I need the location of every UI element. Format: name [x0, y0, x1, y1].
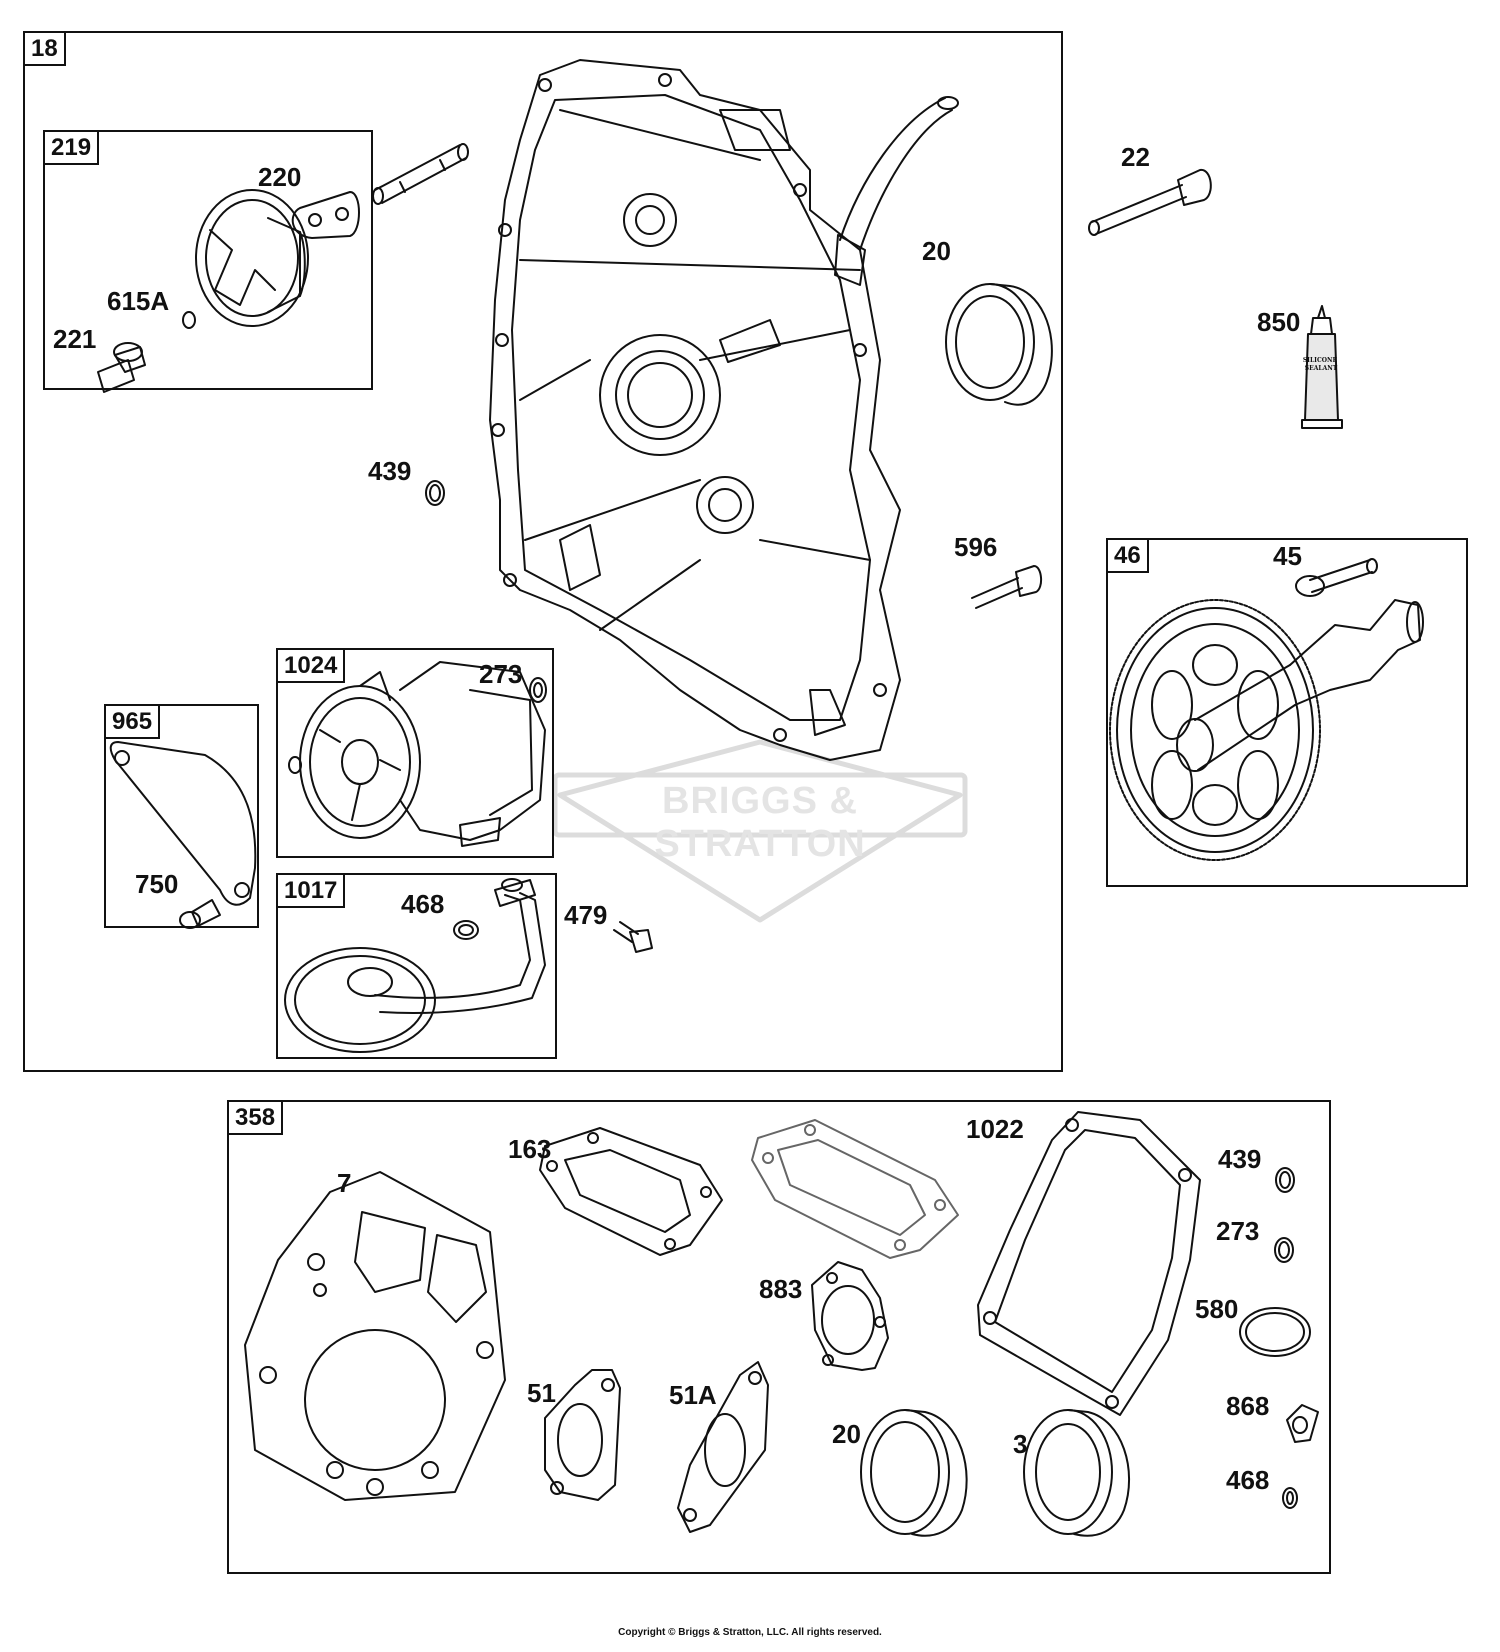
- governor-gear-drawing: [195, 189, 309, 327]
- sealant-tube-text: SILICONE SEALANT: [1303, 357, 1339, 372]
- valve-seal-868-drawing: [1286, 1404, 1319, 1443]
- label-750: 750: [135, 869, 179, 899]
- box-965-tag: 965: [104, 704, 161, 739]
- label-615a: 615A: [107, 286, 170, 316]
- oil-seal-20b-drawing: [860, 1409, 968, 1537]
- label-850: 850: [1257, 307, 1301, 337]
- governor-plate-drawing: [291, 191, 360, 239]
- label-7: 7: [337, 1168, 352, 1198]
- label-51a: 51A: [669, 1380, 717, 1410]
- bolt-221-drawing: [97, 342, 146, 393]
- briggs-stratton-logo-watermark: [552, 739, 968, 923]
- box-219-tag: 219: [43, 130, 100, 165]
- label-468: 468: [401, 889, 445, 919]
- label-20: 20: [922, 236, 951, 266]
- crankcase-cover-drawing: [489, 59, 959, 761]
- pin-45-drawing: [1295, 558, 1378, 597]
- o-ring-273-drawing: [529, 677, 547, 703]
- exhaust-gasket-51a-drawing: [677, 1361, 769, 1533]
- label-221: 221: [53, 324, 97, 354]
- gasket-163-drawing: [539, 1127, 723, 1256]
- label-580: 580: [1195, 1294, 1239, 1324]
- box-46-tag: 46: [1106, 538, 1149, 573]
- label-220: 220: [258, 162, 302, 192]
- box-965: 965: [104, 704, 259, 928]
- gasket-gray-drawing: [751, 1119, 959, 1259]
- oil-seal-20-drawing: [945, 283, 1053, 406]
- box-18: 18: [23, 31, 1063, 1072]
- o-ring-273b-drawing: [1274, 1237, 1294, 1263]
- box-358: 358: [227, 1100, 1331, 1574]
- box-1017: 1017: [276, 873, 557, 1059]
- label-22: 22: [1121, 142, 1150, 172]
- bolt-22-drawing: [1088, 169, 1212, 236]
- label-1022: 1022: [966, 1114, 1024, 1144]
- bolt-750-drawing: [179, 899, 221, 929]
- label-273: 273: [479, 659, 523, 689]
- bolt-479-drawing: [613, 921, 653, 953]
- watermark-text: BRIGGS & STRATTON: [654, 780, 866, 865]
- o-ring-468-drawing: [453, 920, 479, 940]
- label-479: 479: [564, 900, 608, 930]
- label-163: 163: [508, 1134, 552, 1164]
- oil-pickup-drawing: [284, 878, 546, 1053]
- label-51: 51: [527, 1378, 556, 1408]
- oil-pump-drawing: [288, 661, 546, 847]
- sealant-tube-drawing: [1301, 305, 1343, 429]
- shaft-pin-drawing: [372, 143, 469, 205]
- box-1024: 1024: [276, 648, 554, 858]
- valve-cover-gasket-1022-drawing: [977, 1111, 1201, 1416]
- label-439-gasket-set: 439: [1218, 1144, 1262, 1174]
- small-ring-615a-drawing: [182, 311, 196, 329]
- label-273-gasket-set: 273: [1216, 1216, 1260, 1246]
- label-868: 868: [1226, 1391, 1270, 1421]
- copyright-text: Copyright © Briggs & Stratton, LLC. All …: [618, 1627, 882, 1638]
- cover-gasket-965-drawing: [109, 741, 257, 906]
- tube-line-2: SEALANT: [1305, 365, 1338, 372]
- o-ring-468b-drawing: [1282, 1487, 1298, 1509]
- label-883: 883: [759, 1274, 803, 1304]
- label-20-gasket-set: 20: [832, 1419, 861, 1449]
- o-ring-439-drawing: [425, 480, 445, 506]
- label-45: 45: [1273, 541, 1302, 571]
- label-439: 439: [368, 456, 412, 486]
- box-46: 46: [1106, 538, 1468, 887]
- box-219: 219: [43, 130, 373, 390]
- label-596: 596: [954, 532, 998, 562]
- box-18-tag: 18: [23, 31, 66, 66]
- label-468-gasket-set: 468: [1226, 1465, 1270, 1495]
- o-ring-439b-drawing: [1275, 1167, 1295, 1193]
- box-358-tag: 358: [227, 1100, 284, 1135]
- head-gasket-7-drawing: [244, 1171, 506, 1501]
- label-3: 3: [1013, 1429, 1028, 1459]
- oil-seal-3-drawing: [1023, 1409, 1131, 1537]
- camshaft-gear-drawing: [1109, 599, 1424, 861]
- bolt-596-drawing: [971, 565, 1042, 609]
- o-ring-580-drawing: [1239, 1307, 1311, 1357]
- exhaust-gasket-51-drawing: [544, 1369, 621, 1501]
- tube-line-1: SILICONE: [1303, 357, 1338, 364]
- gasket-883-drawing: [811, 1261, 889, 1371]
- box-1017-tag: 1017: [276, 873, 346, 908]
- box-1024-tag: 1024: [276, 648, 346, 683]
